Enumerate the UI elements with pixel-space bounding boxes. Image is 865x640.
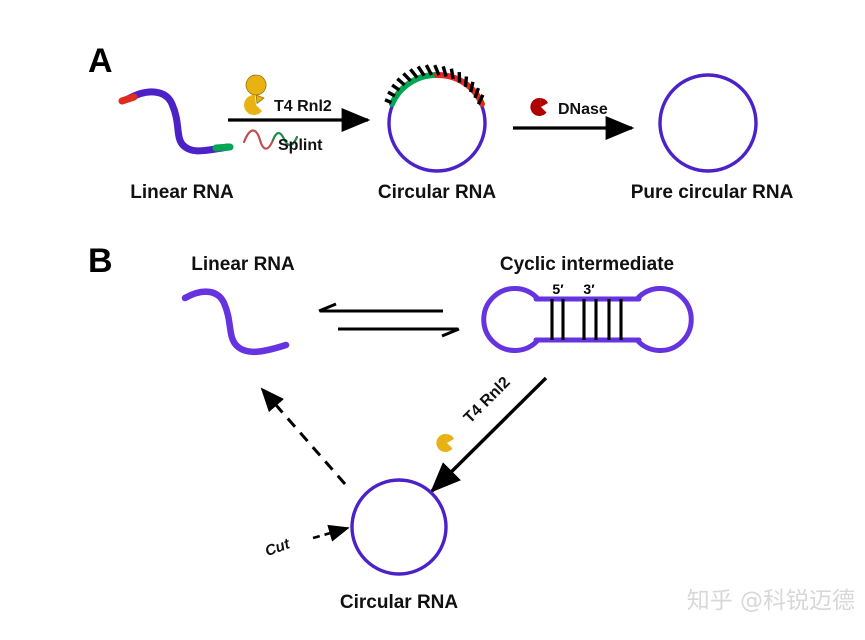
- linear-rna-backbone: [124, 88, 232, 155]
- cut-label: Cut: [263, 535, 293, 560]
- cyclic-intermediate-glyph: 5′ 3′: [481, 281, 694, 353]
- equilibrium-head-right: [441, 327, 460, 338]
- splint-base-pairs: [384, 64, 485, 105]
- equilibrium-head-left: [318, 302, 337, 313]
- circular-rna-b-ring: [350, 478, 448, 576]
- circular-rna-label: Circular RNA: [378, 182, 497, 203]
- linear-rna-b-label: Linear RNA: [191, 254, 295, 275]
- panel-b: B Linear RNA Cyclic intermediate: [88, 242, 694, 613]
- dnase-label: DNase: [558, 101, 608, 118]
- splint-label: Splint: [278, 137, 323, 154]
- cyclic-intermediate-label: Cyclic intermediate: [500, 254, 674, 275]
- five-prime-label: 5′: [552, 281, 564, 297]
- cyclic-right-loop: [634, 286, 694, 353]
- ligation-b-arrow: [430, 376, 548, 493]
- relinearization-arrow: [260, 387, 347, 485]
- panel-a-letter: A: [88, 42, 113, 80]
- circular-rna-glyph: [384, 64, 487, 173]
- cyclic-left-loop: [481, 286, 541, 353]
- linear-rna-glyph: [118, 88, 234, 155]
- pure-circular-rna-label: Pure circular RNA: [631, 182, 794, 203]
- panel-b-letter: B: [88, 242, 113, 280]
- pure-circular-rna-ring: [658, 73, 758, 173]
- ligase-pacman-icon-b: [436, 433, 454, 452]
- circular-rna-b-label: Circular RNA: [340, 592, 459, 613]
- dnase-pacman-icon: [530, 97, 548, 116]
- linear-rna-3prime-end: [212, 143, 234, 152]
- equilibrium-arrow: [318, 302, 460, 338]
- zhihu-watermark: 知乎 @科锐迈德: [687, 588, 855, 614]
- linear-rna-5prime-end: [118, 93, 138, 105]
- three-prime-label: 3′: [583, 281, 595, 297]
- panel-a: A Linear RNA T4 Rnl2: [88, 42, 794, 203]
- cyclic-stem-rungs: [550, 299, 623, 340]
- splint-arc-green: [389, 71, 440, 107]
- linear-rna-b-glyph: [181, 288, 290, 355]
- linear-rna-label: Linear RNA: [130, 182, 234, 203]
- ligase-pacman-icon: [244, 74, 267, 115]
- cut-arrow: [312, 524, 350, 542]
- splint-wave-icon: [242, 129, 299, 150]
- ligation-enzyme-label: T4 Rnl2: [274, 98, 332, 115]
